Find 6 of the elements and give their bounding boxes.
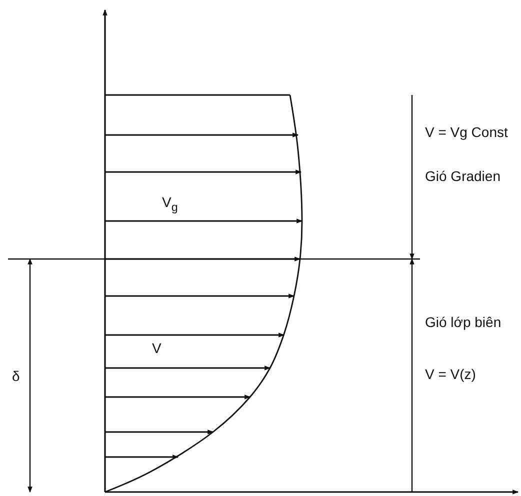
region-label: Gió lớp biên (425, 314, 502, 331)
region-label: Gió Gradien (425, 168, 500, 185)
formula-label: V = V(z) (425, 366, 476, 383)
formula-label: V = Vg Const (425, 124, 508, 141)
velocity-label: V (152, 340, 162, 357)
velocity-label: V$_{g}$ (162, 194, 178, 215)
